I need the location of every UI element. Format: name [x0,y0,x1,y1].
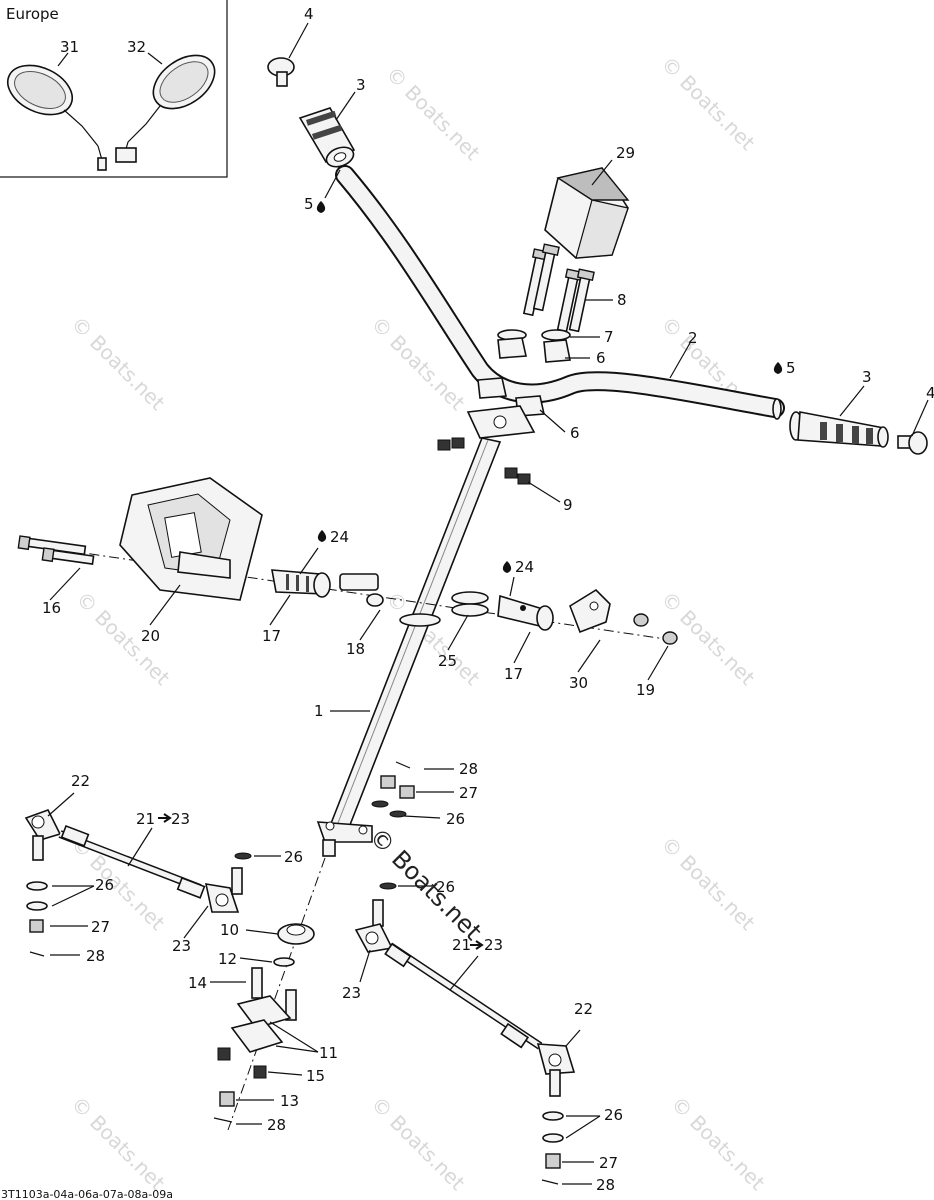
oil-drop-icon [502,561,512,573]
watermark: © Boats.net [656,832,759,935]
callout-28: 28 [267,1116,286,1134]
handlebar-2 [335,165,785,420]
callout-27: 27 [459,784,478,802]
callout-23: 23 [342,984,361,1002]
tie-rod-left [24,809,243,957]
callout-1: 1 [314,702,324,720]
callout-31: 31 [60,38,79,56]
inset-title: Europe [6,5,59,23]
callout-28: 28 [86,947,105,965]
callout-8: 8 [617,291,627,309]
callout-23: 23 [172,937,191,955]
left-bar-end-4 [267,57,295,87]
right-arrow-icon [158,813,172,823]
steering-column-1 [316,437,502,857]
callout-6: 6 [570,424,580,442]
oil-drop-icon [773,362,783,374]
cross-shaft-assembly [17,477,678,645]
right-grip-3 [789,411,889,448]
europe-inset: Europe 31 32 [0,0,228,178]
callout-21: 21 [452,936,471,954]
column-joint-hardware [234,761,415,890]
clamps-6-7 [466,329,571,439]
callout-26: 26 [604,1106,623,1124]
callout-10: 10 [220,921,239,939]
mirror-right-32 [115,54,216,163]
callout-12: 12 [218,950,237,968]
bolts-8 [522,243,595,333]
callout-32: 32 [127,38,146,56]
callout-26: 26 [436,878,455,896]
callout-21: 21 [136,810,155,828]
callout-28: 28 [596,1176,615,1194]
callout-labels: 4 3 5 29 8 7 6 2 5 3 4 6 9 24 24 16 20 1… [42,5,934,1194]
callout-4: 4 [304,5,314,23]
callout-16: 16 [42,599,61,617]
nuts-9 [437,437,531,485]
callout-5: 5 [304,195,314,213]
mirror-left-31 [7,64,107,171]
watermark: © Boats.net [381,62,484,165]
callout-18: 18 [346,640,365,658]
callout-24: 24 [330,528,349,546]
leader-lines [47,22,929,1185]
callout-30: 30 [569,674,588,692]
callout-23: 23 [484,936,503,954]
watermark: © Boats.net [66,832,169,935]
callout-2: 2 [688,329,698,347]
callout-9: 9 [563,496,573,514]
left-grip-3 [298,107,356,168]
callout-26: 26 [284,848,303,866]
callout-29: 29 [616,144,635,162]
callout-27: 27 [599,1154,618,1172]
diagram-code: 23T1103a-04a-06a-07a-08a-09a [0,1188,173,1200]
callout-3: 3 [862,368,872,386]
callout-19: 19 [636,681,655,699]
callout-15: 15 [306,1067,325,1085]
callout-7: 7 [604,328,614,346]
right-arrow-icon [470,940,484,950]
callout-24: 24 [515,558,534,576]
callout-14: 14 [188,974,207,992]
callout-5: 5 [786,359,796,377]
handlebar-pad-29 [544,167,630,259]
tie-rod-right [354,899,576,1185]
lower-column-parts [213,857,326,1131]
callout-26: 26 [95,876,114,894]
callout-28: 28 [459,760,478,778]
callout-3: 3 [356,76,366,94]
callout-17: 17 [262,627,281,645]
callout-17: 17 [504,665,523,683]
callout-11: 11 [319,1044,338,1062]
callout-13: 13 [280,1092,299,1110]
callout-25: 25 [438,652,457,670]
callout-23: 23 [171,810,190,828]
oil-drop-icon [317,530,327,542]
watermark: © Boats.net [656,52,759,155]
callout-26: 26 [446,810,465,828]
callout-27: 27 [91,918,110,936]
callout-4: 4 [926,384,934,402]
watermark: © Boats.net [66,312,169,415]
watermark: © Boats.net [66,1092,169,1195]
callout-22: 22 [71,772,90,790]
watermark: © Boats.net [366,1092,469,1195]
callout-20: 20 [141,627,160,645]
right-bar-end-4 [897,431,928,455]
watermark: © Boats.net [666,1092,769,1195]
oil-drop-icon [316,201,326,213]
callout-22: 22 [574,1000,593,1018]
callout-6: 6 [596,349,606,367]
